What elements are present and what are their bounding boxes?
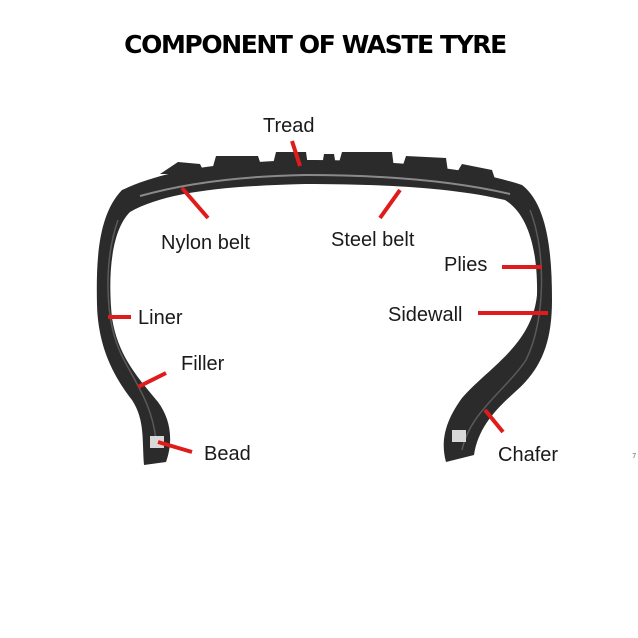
label-tread: Tread [263,115,315,137]
tread-pointer [290,140,302,167]
label-nylon-belt: Nylon belt [161,232,250,254]
sidewall-highlight-left [107,219,157,441]
belt-highlight [139,173,511,197]
bead-core-left [150,436,164,448]
bead-core-right [452,430,466,442]
label-sidewall: Sidewall [388,304,463,326]
label-liner: Liner [138,307,183,329]
tread-blocks [160,152,496,182]
filler-pointer [137,371,167,389]
label-plies: Plies [444,254,488,276]
bead-pointer [157,440,193,454]
tyre-carcass [96,160,552,465]
label-filler: Filler [181,353,225,375]
page-number: 7 [632,452,637,460]
label-bead: Bead [204,443,251,465]
chafer-pointer [483,408,505,434]
nylon-belt-pointer [180,186,210,220]
pointer-lines [108,140,548,454]
diagram-title: COMPONENT OF WASTE TYRE [124,30,507,59]
steel-belt-pointer [378,188,402,220]
label-chafer: Chafer [498,444,559,466]
tyre-body [96,152,552,465]
sidewall-highlight-right [461,209,543,451]
label-steel-belt: Steel belt [331,229,415,251]
